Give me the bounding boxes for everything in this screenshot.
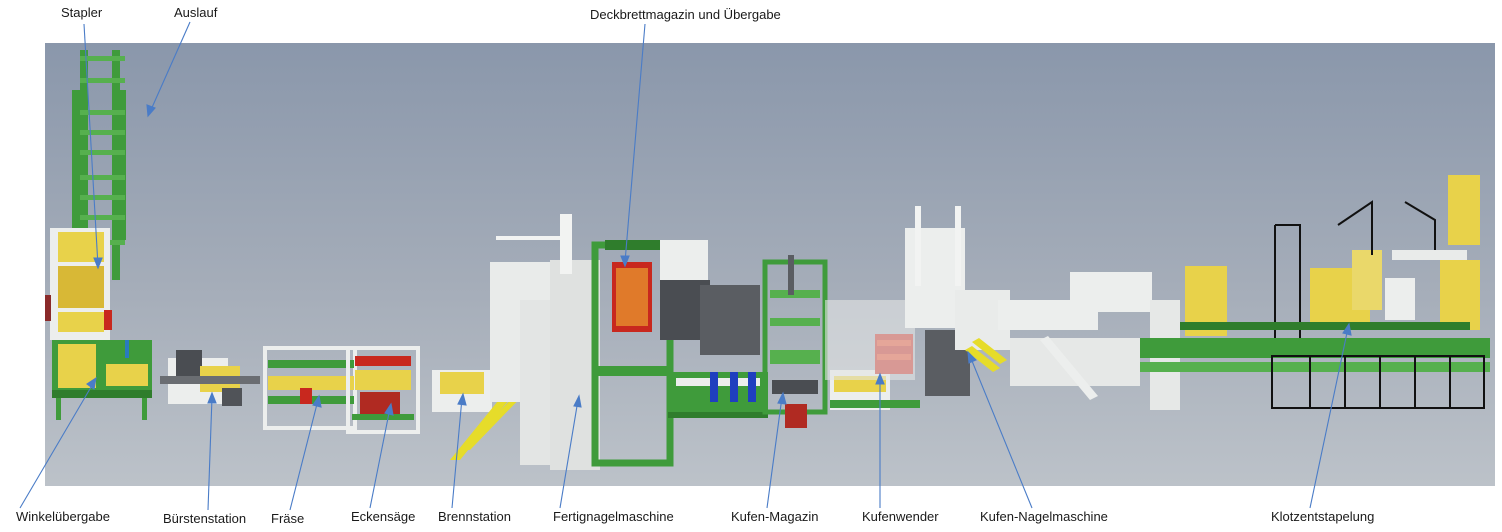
kufenwender-unit [825, 300, 920, 410]
label-kufennagel: Kufen-Nagelmaschine [980, 509, 1108, 524]
label-brenn: Brennstation [438, 509, 511, 524]
kufen-magazin-unit [762, 255, 828, 428]
kufen-conveyor [668, 372, 768, 418]
label-kufenmagazin: Kufen-Magazin [731, 509, 819, 524]
label-buersten: Bürstenstation [163, 511, 247, 526]
label-klotzen: Klotzentstapelung [1271, 509, 1375, 524]
stapler-stack [45, 228, 112, 340]
label-fertignagel: Fertignagelmaschine [553, 509, 674, 524]
deckbrett-tower [591, 240, 760, 467]
label-eckensaege: Eckensäge [351, 509, 416, 524]
kufen-nagel-unit [905, 206, 1010, 396]
label-kufenwender: Kufenwender [862, 509, 939, 524]
eckensaege-unit [346, 346, 420, 434]
buerstenstation-unit [160, 350, 260, 406]
leader-lines [19, 21, 1352, 511]
label-deckbrett: Deckbrettmagazin und Übergabe [590, 7, 781, 22]
winkeluebergabe-unit [52, 340, 152, 420]
label-fraese: Fräse [271, 511, 305, 526]
fraese-unit [263, 346, 357, 430]
klotzen-unit [1140, 175, 1490, 409]
label-auslauf: Auslauf [174, 5, 218, 20]
label-stapler: Stapler [61, 5, 103, 20]
label-winkel: Winkelübergabe [16, 509, 110, 524]
stapler-tower [72, 50, 126, 280]
